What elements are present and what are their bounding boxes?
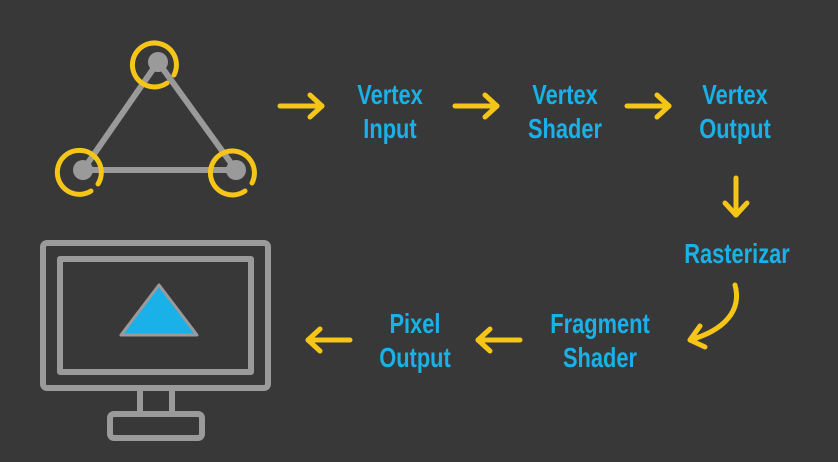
stage-vertex-shader-line2: Shader (527, 113, 603, 144)
arrow-right-2 (452, 92, 500, 120)
stage-pixel-output: Pixel Output (368, 307, 462, 375)
stage-vertex-input-line2: Input (363, 113, 417, 144)
stage-vertex-output: Vertex Output (688, 78, 782, 146)
stage-fragment-shader-line2: Shader (562, 342, 638, 373)
stage-vertex-input: Vertex Input (343, 78, 437, 146)
arrow-left-2 (305, 326, 353, 354)
stage-rasterizer: Rasterizar (679, 237, 796, 271)
arrow-right-3 (624, 92, 672, 120)
arrow-right-1 (277, 92, 325, 120)
stage-fragment-shader-line1: Fragment (550, 308, 650, 339)
monitor-icon (40, 240, 271, 441)
arrow-left-1 (475, 326, 523, 354)
stage-vertex-output-line2: Output (699, 113, 771, 144)
stage-pixel-output-line2: Output (379, 342, 451, 373)
stage-vertex-input-line1: Vertex (357, 79, 423, 110)
arrow-curved (687, 282, 739, 350)
stage-rasterizer-line1: Rasterizar (684, 238, 790, 269)
triangle-vertices-icon (54, 40, 257, 198)
stage-pixel-output-line1: Pixel (389, 308, 441, 339)
stage-vertex-shader-line1: Vertex (532, 79, 598, 110)
stage-fragment-shader: Fragment Shader (545, 307, 654, 375)
stage-vertex-shader: Vertex Shader (518, 78, 612, 146)
stage-vertex-output-line1: Vertex (702, 79, 768, 110)
arrow-down (722, 175, 750, 218)
